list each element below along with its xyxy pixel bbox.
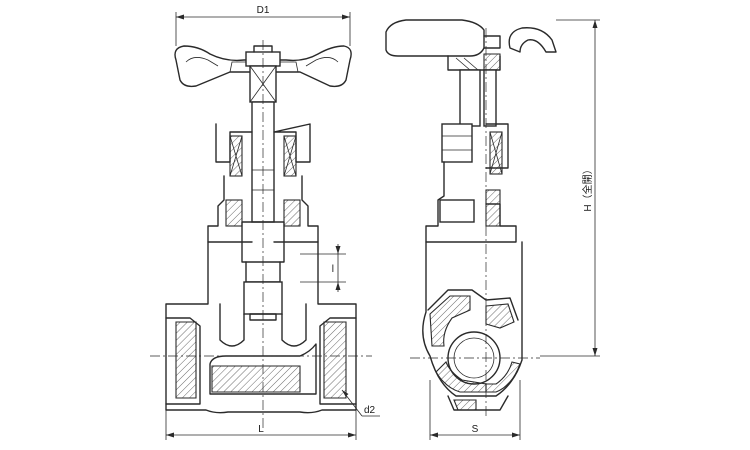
dim-lift: l (300, 244, 346, 292)
dim-d1: D1 (175, 5, 351, 46)
dim-l: L (165, 410, 357, 440)
front-view (150, 40, 372, 430)
d2-label: d2 (364, 405, 376, 416)
lift-label: l (332, 264, 334, 275)
h-label: H（全開） (581, 164, 594, 211)
s-label: S (472, 424, 479, 435)
front-body (165, 241, 357, 414)
d1-label: D1 (257, 5, 270, 16)
side-bonnet (425, 123, 517, 243)
dim-s: S (429, 380, 521, 440)
dim-h: H（全開） (540, 19, 600, 357)
side-handwheel (385, 19, 557, 71)
side-view (385, 19, 557, 418)
front-bonnet (207, 123, 319, 243)
dim-d2: d2 (341, 389, 380, 417)
side-body (422, 241, 523, 411)
side-stem (459, 69, 497, 127)
l-label: L (258, 424, 264, 435)
